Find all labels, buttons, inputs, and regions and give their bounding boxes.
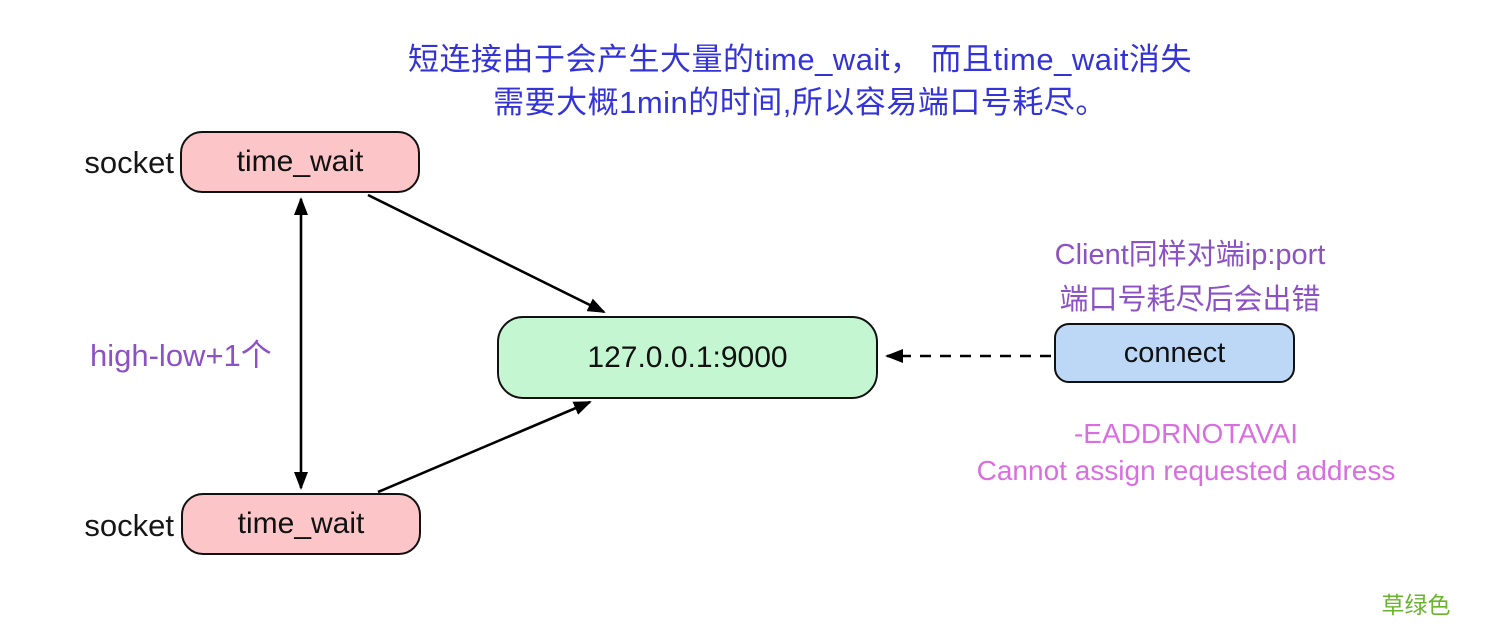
server-node-address: 127.0.0.1:9000 <box>587 340 788 374</box>
top-socket-to-server-arrow <box>367 193 606 314</box>
error-code: -EADDRNOTAVAI <box>1073 418 1298 449</box>
bottom-socket-to-server-arrow <box>377 400 592 494</box>
socket-label-bottom: socket <box>84 508 174 543</box>
client-note: Client同样对端ip:port 端口号耗尽后会出错 <box>1000 233 1380 323</box>
port-range-note: high-low+1个 <box>90 338 272 373</box>
connect-node-label: connect <box>1123 336 1226 369</box>
socket-label-top: socket <box>84 145 174 180</box>
timewait-node-top-label: time_wait <box>236 145 364 178</box>
error-note: -EADDRNOTAVAI Cannot assign requested ad… <box>900 415 1472 489</box>
title-line-2: 需要大概1min的时间,所以容易端口号耗尽。 <box>493 85 1107 120</box>
client-note-line-2: 端口号耗尽后会出错 <box>1059 284 1321 316</box>
title-note: 短连接由于会产生大量的time_wait， 而且time_wait消失 需要大概… <box>300 38 1300 124</box>
timewait-node-bottom: time_wait <box>181 493 421 555</box>
color-note: 草绿色 <box>1381 592 1451 618</box>
client-note-line-1: Client同样对端ip:port <box>1054 239 1326 271</box>
title-line-1: 短连接由于会产生大量的time_wait， 而且time_wait消失 <box>408 42 1192 77</box>
server-node: 127.0.0.1:9000 <box>497 316 878 399</box>
timewait-node-top: time_wait <box>180 131 420 193</box>
error-message: Cannot assign requested address <box>976 455 1396 486</box>
connect-node: connect <box>1054 323 1295 383</box>
timewait-node-bottom-label: time_wait <box>237 507 365 540</box>
